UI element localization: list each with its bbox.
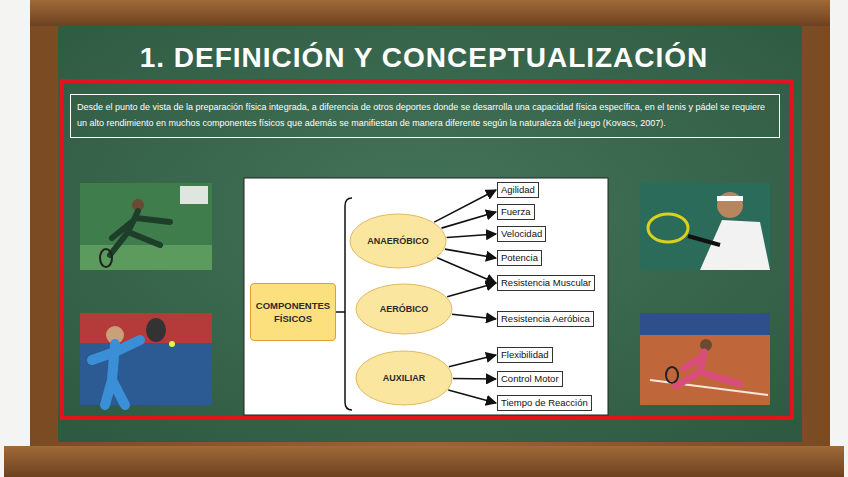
component-label: Resistencia Muscular bbox=[497, 275, 595, 290]
tennis-photo bbox=[640, 313, 770, 405]
component-label: Fuerza bbox=[497, 204, 535, 219]
connector-arrow bbox=[445, 249, 496, 258]
category-oval: AERÓBICO bbox=[355, 283, 453, 335]
category-oval: AUXILIAR bbox=[355, 350, 453, 406]
connector-arrow bbox=[449, 355, 496, 367]
node-text: COMPONENTES FÍSICOS bbox=[253, 299, 333, 326]
node-text: Control Motor bbox=[501, 373, 559, 384]
node-text: Resistencia Muscular bbox=[501, 277, 591, 288]
chalk-shelf bbox=[4, 446, 844, 477]
connector-arrow bbox=[434, 190, 496, 222]
intro-text-box: Desde el punto de vista de la preparació… bbox=[70, 94, 780, 138]
component-label: Control Motor bbox=[497, 371, 563, 386]
grouping-bracket bbox=[334, 198, 352, 410]
connector-arrow bbox=[452, 314, 496, 319]
padel-photo bbox=[80, 313, 212, 405]
diagram-panel bbox=[244, 178, 608, 415]
root-concept-box: COMPONENTES FÍSICOS bbox=[250, 283, 336, 341]
connector-arrow bbox=[447, 234, 496, 238]
board-surface bbox=[58, 26, 802, 442]
connector-arrow bbox=[442, 212, 496, 228]
connector-arrow bbox=[453, 378, 496, 380]
node-text: Agilidad bbox=[501, 184, 535, 195]
connector-arrow bbox=[437, 258, 496, 283]
component-label: Resistencia Aeróbica bbox=[497, 311, 594, 326]
connector-arrow bbox=[448, 390, 496, 403]
component-label: Potencia bbox=[497, 250, 542, 265]
node-text: AERÓBICO bbox=[380, 304, 429, 314]
node-text: Tiempo de Reacción bbox=[501, 397, 588, 408]
component-label: Velocidad bbox=[497, 226, 546, 241]
connector-arrow bbox=[447, 283, 496, 297]
category-oval: ANAERÓBICO bbox=[349, 213, 447, 269]
frame-top bbox=[30, 0, 830, 26]
component-label: Tiempo de Reacción bbox=[497, 395, 592, 410]
node-text: Flexibilidad bbox=[501, 349, 549, 360]
node-text: Fuerza bbox=[501, 206, 531, 217]
node-text: Desde el punto de vista de la preparació… bbox=[77, 100, 773, 132]
tennis-photo bbox=[80, 183, 212, 270]
node-text: ANAERÓBICO bbox=[367, 236, 429, 246]
component-label: Agilidad bbox=[497, 182, 539, 197]
component-label: Flexibilidad bbox=[497, 347, 553, 362]
node-text: Velocidad bbox=[501, 228, 542, 239]
tennis-photo bbox=[640, 183, 770, 270]
node-text: Resistencia Aeróbica bbox=[501, 313, 590, 324]
highlight-frame bbox=[62, 81, 792, 418]
node-text: Potencia bbox=[501, 252, 538, 263]
slide-title: 1. DEFINICIÓN Y CONCEPTUALIZACIÓN bbox=[0, 42, 848, 74]
node-text: AUXILIAR bbox=[383, 373, 426, 383]
